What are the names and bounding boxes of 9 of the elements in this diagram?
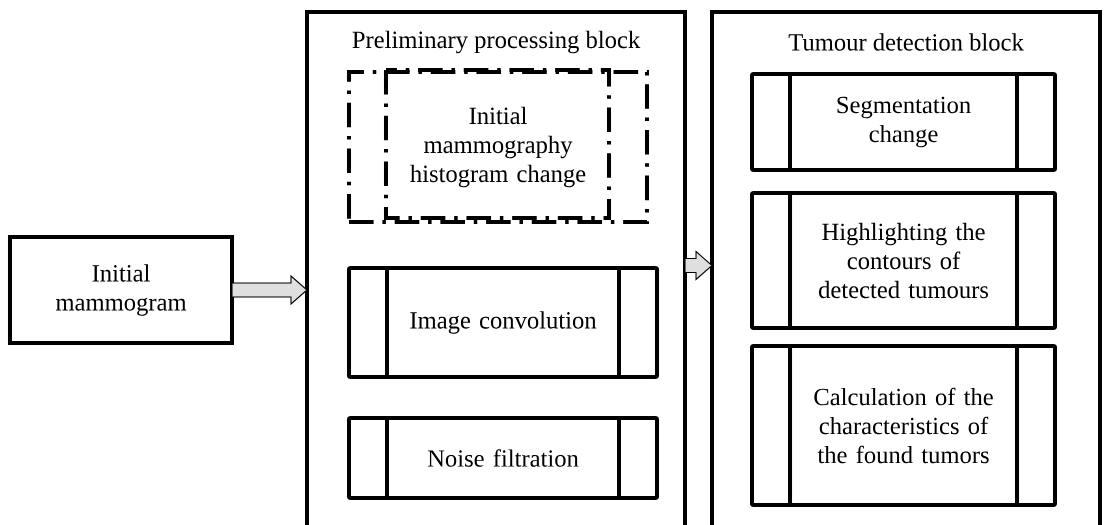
subprocess-box: Segmentation change [750,72,1058,173]
block-arrow [684,250,713,281]
subprocess-box: Noise filtration [347,416,660,501]
subprocess-box: Image convolution [347,266,660,380]
process-box: Initial mammogram [8,235,234,345]
dash-dot-box: Initial mammography histogram change [347,68,650,225]
subprocess-box: Highlighting the contours of detected tumours [750,191,1058,331]
subprocess-box: Calculation of the characteristics of the found tumors [750,344,1058,508]
block-arrow [231,274,308,306]
